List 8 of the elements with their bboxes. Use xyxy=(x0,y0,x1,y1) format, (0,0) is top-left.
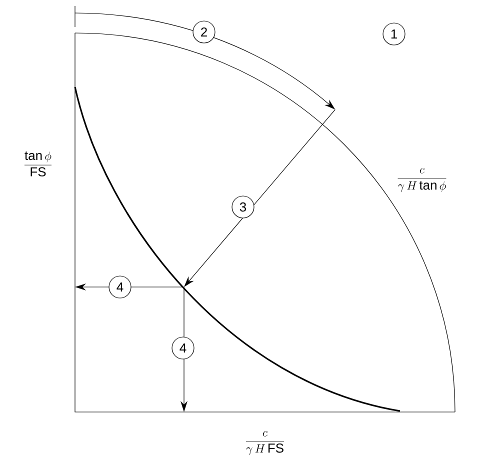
callout-number: 4 xyxy=(172,336,194,360)
callout-number: 4 xyxy=(108,276,132,298)
axis-label: $\frac{c}{\gamma\, H\,\mathrm{FS}}$ xyxy=(244,430,286,456)
callout-number: 2 xyxy=(192,20,216,44)
callout-number: 3 xyxy=(232,196,254,218)
axis-label: $\frac{c}{\gamma\, H \tan\phi}$ xyxy=(396,167,448,193)
callout-number: 1 xyxy=(382,22,406,46)
axis-label: $\frac{\tan\phi}{\mathrm{FS}}$ xyxy=(22,150,54,178)
